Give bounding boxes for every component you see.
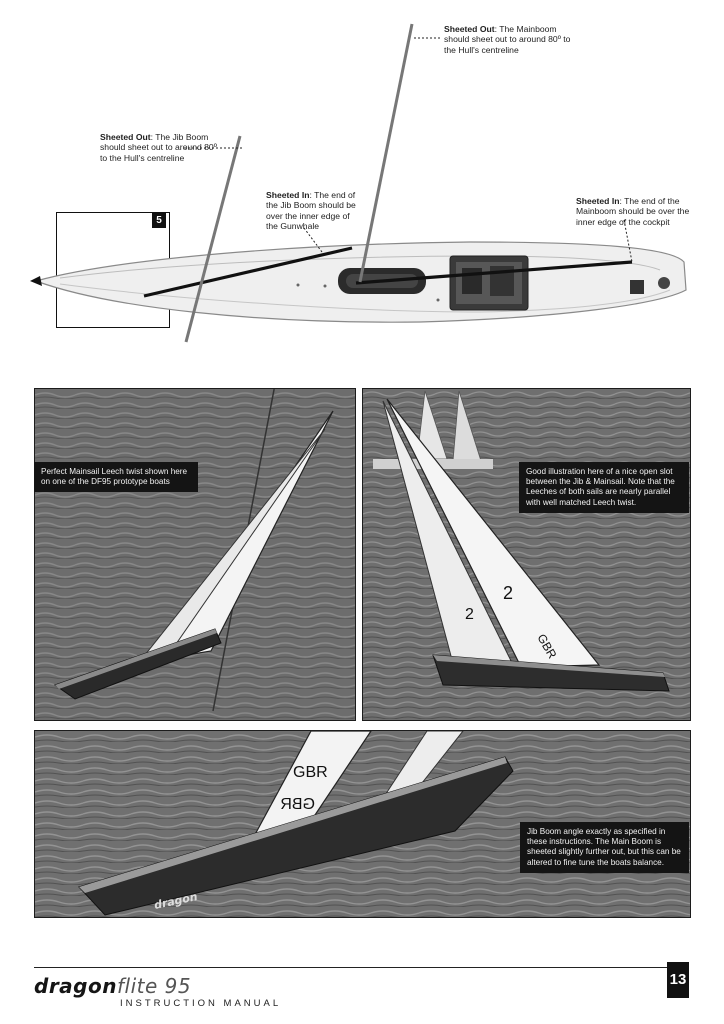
svg-text:GBR: GBR bbox=[280, 796, 315, 813]
main-boom-out bbox=[358, 23, 414, 283]
gunwhale-line bbox=[59, 283, 671, 313]
callout-main-sheeted-out: Sheeted Out: The Mainboom should sheet o… bbox=[444, 24, 571, 55]
main-boom-in bbox=[355, 260, 633, 285]
photo-mainsail-leech-twist bbox=[34, 388, 356, 721]
caption-photo-1: Perfect Mainsail Leech twist shown here … bbox=[34, 462, 198, 493]
jib-boom-out bbox=[184, 135, 242, 343]
svg-text:2: 2 bbox=[503, 583, 513, 603]
manual-subtitle: INSTRUCTION MANUAL bbox=[120, 998, 282, 1009]
callout-jib-sheeted-out: Sheeted Out: The Jib Boom should sheet o… bbox=[100, 132, 217, 163]
hull-diagram bbox=[30, 23, 687, 343]
caption-photo-2: Good illustration here of a nice open sl… bbox=[519, 462, 689, 513]
bow-tip bbox=[30, 276, 42, 286]
page-number: 13 bbox=[667, 962, 689, 998]
jib-boom-in bbox=[143, 246, 353, 298]
svg-text:GBR: GBR bbox=[293, 764, 328, 781]
svg-text:2: 2 bbox=[465, 606, 474, 623]
step-number: 5 bbox=[152, 213, 166, 228]
footer-rule bbox=[34, 967, 689, 968]
caption-photo-3: Jib Boom angle exactly as specified in t… bbox=[520, 822, 689, 873]
brand-logo: dragonflite 95 bbox=[34, 974, 192, 998]
photo-open-slot: GBR 2 2 bbox=[362, 388, 691, 721]
callout-main-sheeted-in: Sheeted In: The end of the Mainboom shou… bbox=[576, 196, 690, 227]
callout-jib-sheeted-in: Sheeted In: The end of the Jib Boom shou… bbox=[266, 190, 356, 232]
